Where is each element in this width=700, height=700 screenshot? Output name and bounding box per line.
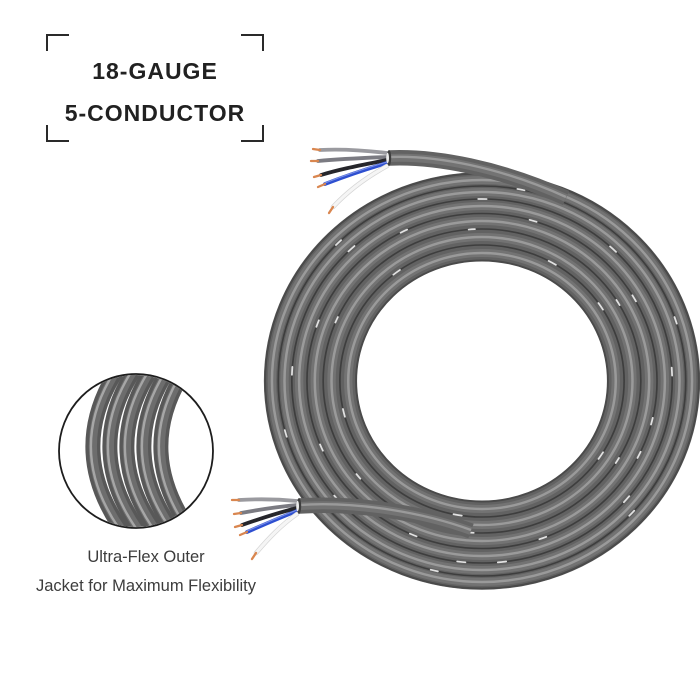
magnifier-inset xyxy=(58,373,214,529)
jacket-cut-filler xyxy=(296,500,299,512)
conductor-black xyxy=(240,506,299,527)
conductor-white xyxy=(331,164,389,209)
bracket-corner-bottom-left xyxy=(46,125,69,142)
bracket-corner-top-left xyxy=(46,34,69,51)
copper-tip xyxy=(250,551,258,561)
copper-tip xyxy=(232,511,243,516)
feature-caption: Ultra-Flex Outer Jacket for Maximum Flex… xyxy=(8,543,284,601)
cable-lead-bottom xyxy=(296,497,474,539)
feature-caption-line2: Jacket for Maximum Flexibility xyxy=(35,577,257,595)
conductor-blue-highlight xyxy=(246,509,298,532)
conductor-gray-light xyxy=(318,147,389,155)
conductor-blue xyxy=(245,509,299,534)
copper-tip xyxy=(238,530,249,537)
jacket-cut-filler xyxy=(386,152,389,164)
conductor-gray-dark xyxy=(239,503,299,515)
spec-conductor-text: 5-CONDUCTOR xyxy=(64,100,246,126)
cable-coil xyxy=(263,172,700,590)
conductor-blue-highlight xyxy=(324,161,388,184)
cable-end-top xyxy=(309,147,570,215)
bracket-corner-top-right xyxy=(241,34,264,51)
copper-tip xyxy=(316,182,327,189)
conductor-black xyxy=(319,158,389,177)
cable-lead-top xyxy=(386,150,570,206)
spec-gauge-text: 18-GAUGE xyxy=(92,58,218,84)
feature-caption-line1: Ultra-Flex Outer xyxy=(87,548,205,566)
conductors-bottom xyxy=(230,497,300,561)
cable-end-bottom xyxy=(230,497,474,561)
spec-callout: 18-GAUGE 5-CONDUCTOR xyxy=(46,34,264,142)
copper-tip xyxy=(312,173,323,179)
conductor-white xyxy=(254,512,299,555)
bracket-corner-bottom-right xyxy=(241,125,264,142)
conductor-gray-light xyxy=(237,497,299,503)
conductors-top xyxy=(309,147,390,215)
copper-tip xyxy=(311,147,322,152)
copper-tip xyxy=(327,205,335,215)
conductor-gray-dark xyxy=(316,155,389,163)
conductor-blue xyxy=(323,161,389,186)
copper-tip xyxy=(233,523,244,529)
